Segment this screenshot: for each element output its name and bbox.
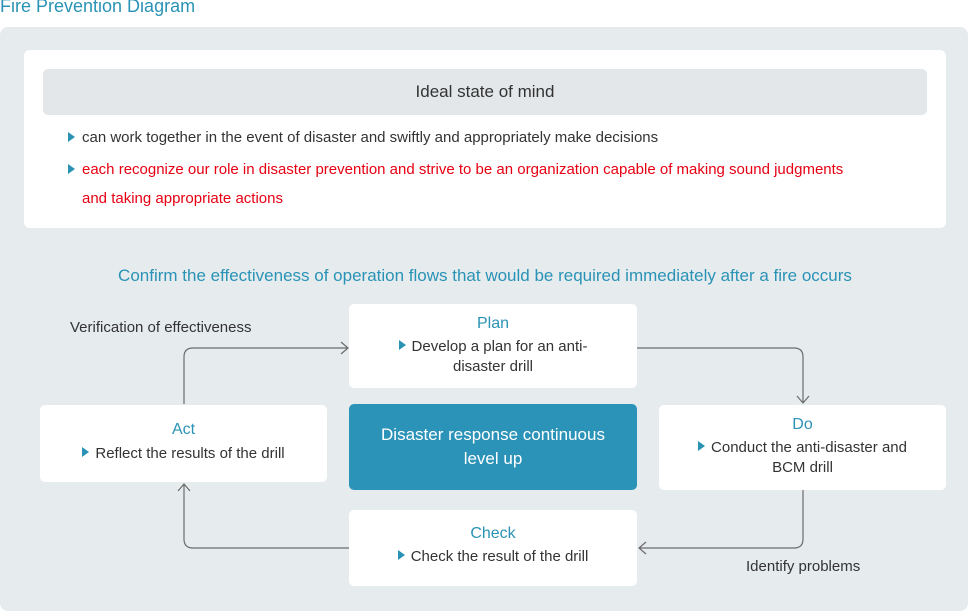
arrow-check-to-act [183,485,349,549]
ideal-bullet-1: can work together in the event of disast… [68,123,868,152]
plan-text-wrap: Develop a plan for an anti-disaster dril… [398,337,588,377]
arrowhead-do [796,395,810,404]
do-text: Conduct the anti-disaster and BCM drill [711,439,907,476]
triangle-bullet-icon [698,441,706,451]
plan-title: Plan [476,315,510,332]
do-title: Do [792,416,813,433]
verification-label: Verification of effectiveness [70,319,252,336]
do-text-wrap: Conduct the anti-disaster and BCM drill [698,438,908,478]
arrow-do-to-check [640,490,804,549]
check-text-wrap: Check the result of the drill [349,547,637,567]
confirm-heading: Confirm the effectiveness of operation f… [118,266,852,285]
check-title: Check [470,525,516,542]
ideal-heading: Ideal state of mind [43,69,927,115]
ideal-bullet-2: each recognize our role in disaster prev… [68,155,868,213]
arrowhead-plan [340,341,349,355]
triangle-bullet-icon [398,340,406,350]
plan-text: Develop a plan for an anti-disaster dril… [411,338,588,375]
act-text-wrap: Reflect the results of the drill [40,444,327,464]
center-box: Disaster response continuous level up [349,404,637,490]
bullet-text: can work together in the event of disast… [82,129,659,146]
identify-problems-label: Identify problems [746,558,861,575]
do-card: Do Conduct the anti-disaster and BCM dri… [659,405,946,490]
triangle-bullet-icon [397,550,405,560]
act-title: Act [171,421,196,438]
triangle-bullet-icon [82,447,90,457]
arrow-plan-to-do [637,347,804,402]
plan-card: Plan Develop a plan for an anti-disaster… [349,304,637,388]
act-card: Act Reflect the results of the drill [40,405,327,482]
arrowhead-act [177,483,191,492]
arrow-act-to-plan [183,347,347,404]
check-text: Check the result of the drill [410,548,589,565]
arrowhead-check [638,541,647,555]
act-text: Reflect the results of the drill [95,445,285,462]
triangle-bullet-icon [68,164,75,174]
bullet-text: each recognize our role in disaster prev… [82,161,844,207]
page-title: Fire Prevention Diagram [0,0,196,16]
check-card: Check Check the result of the drill [349,510,637,586]
center-text: Disaster response continuous level up [381,425,605,468]
triangle-bullet-icon [68,132,75,142]
